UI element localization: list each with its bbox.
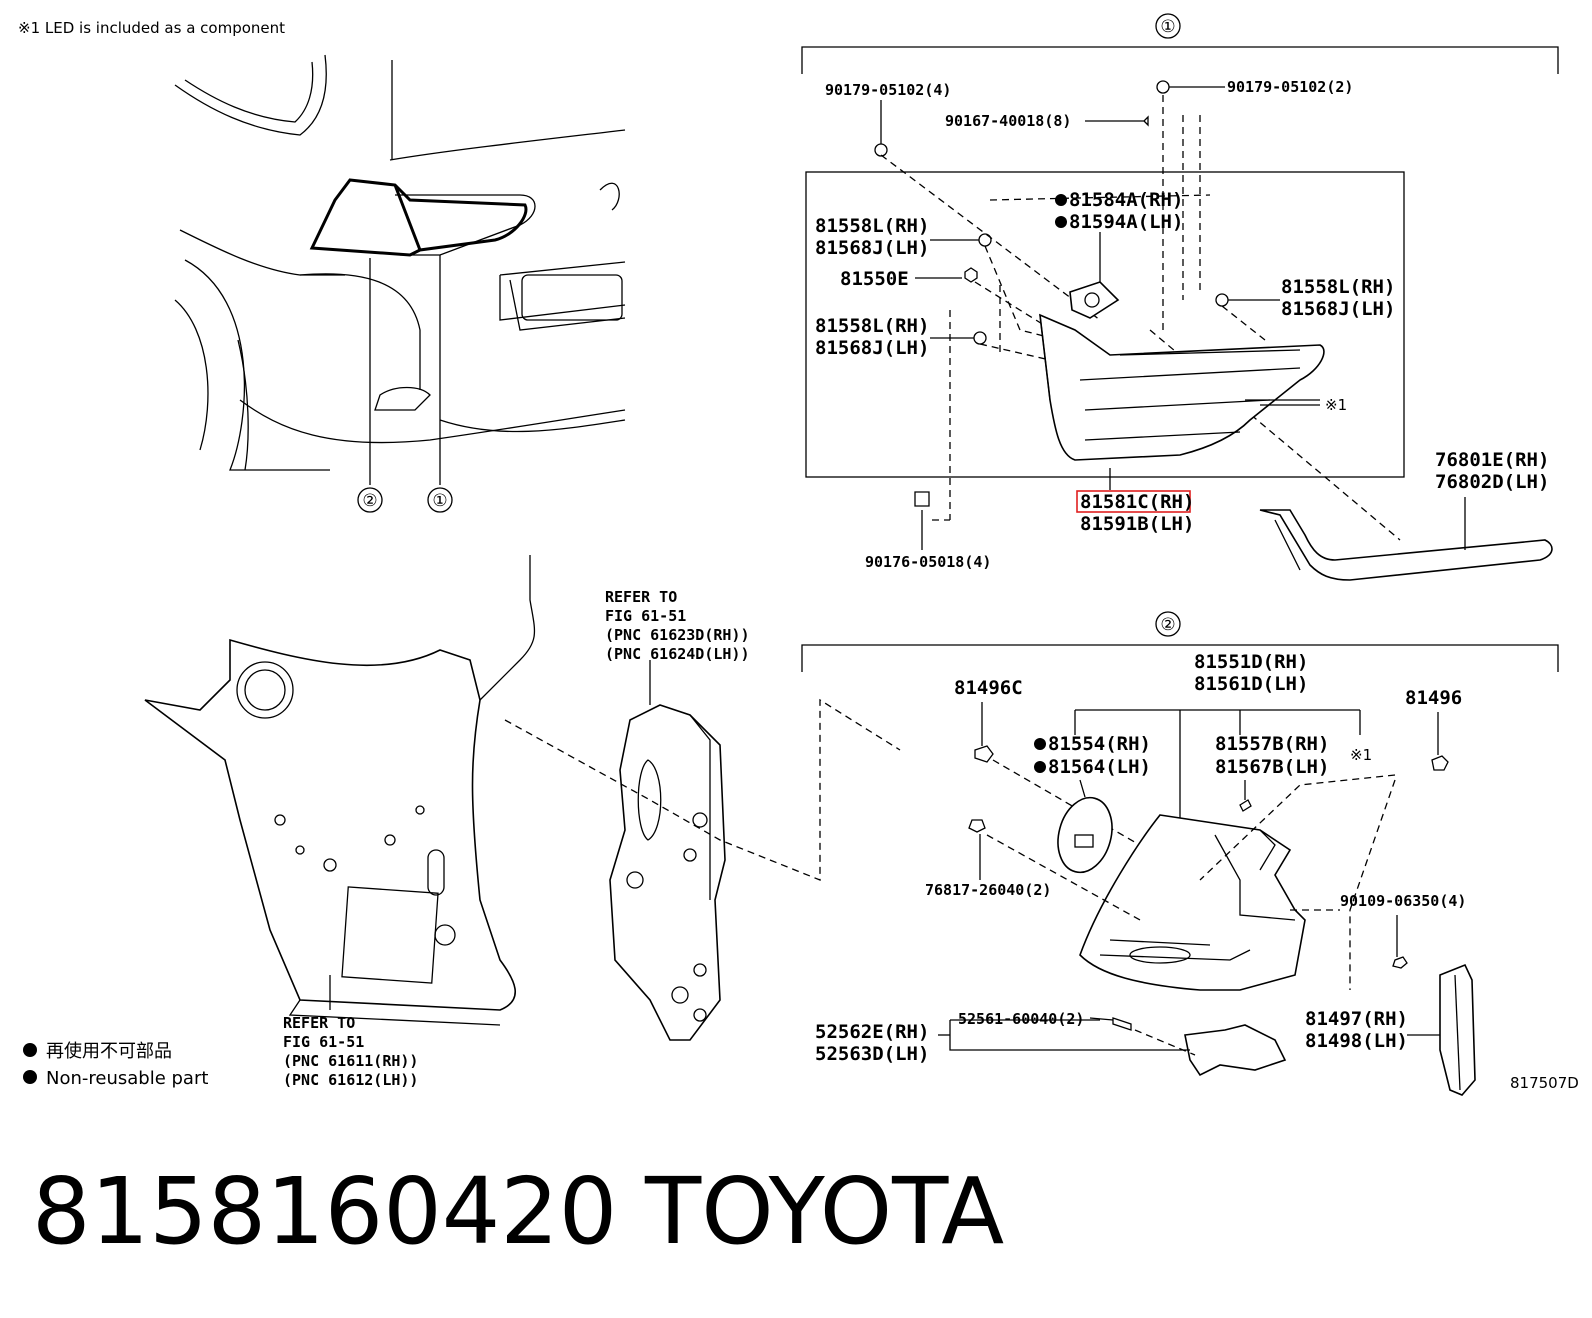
inner-lamp-81581C <box>1039 313 1325 490</box>
led-mark-2: ※1 <box>1350 746 1372 764</box>
svg-text:①: ① <box>432 491 447 511</box>
refer-upper-line2: FIG 61-51 <box>605 607 686 625</box>
legend-dot-jp <box>23 1043 37 1057</box>
label-52562E: 52562E(RH) <box>815 1021 929 1043</box>
label-81557B: 81557B(RH) <box>1215 733 1329 755</box>
callout-2: ② <box>357 487 383 513</box>
label-76801E: 76801E(RH) <box>1435 449 1549 471</box>
label-81558L-a: 81558L(RH) <box>815 215 929 237</box>
refer-lower-line2: FIG 61-51 <box>283 1033 364 1051</box>
refer-upper-line3: (PNC 61623D(RH)) <box>605 626 750 644</box>
led-note: ※1 LED is included as a component <box>18 19 285 37</box>
callout-1: ① <box>427 487 453 513</box>
garnish-76801E <box>1259 497 1553 581</box>
label-90179-05102-4: 90179-05102(4) <box>825 81 951 99</box>
svg-text:①: ① <box>1160 17 1175 37</box>
label-81581C: 81581C(RH) <box>1080 491 1194 513</box>
label-81567B: 81567B(LH) <box>1215 756 1329 778</box>
group-2-parts <box>938 702 1476 1096</box>
legend: 再使用不可部品 Non-reusable part <box>23 1041 208 1089</box>
label-52563D: 52563D(LH) <box>815 1043 929 1065</box>
label-90167-40018: 90167-40018(8) <box>945 112 1071 130</box>
label-81496: 81496 <box>1405 687 1462 709</box>
svg-text:②: ② <box>362 491 377 511</box>
label-81568J-c: 81568J(LH) <box>815 337 929 359</box>
label-81591B: 81591B(LH) <box>1080 513 1194 535</box>
label-81568J-a: 81568J(LH) <box>815 237 929 259</box>
footer-part-number: 8158160420 <box>32 1158 617 1265</box>
svg-text:②: ② <box>1160 615 1175 635</box>
refer-lower-line3: (PNC 61611(RH)) <box>283 1052 418 1070</box>
label-81496C: 81496C <box>954 677 1023 699</box>
nonreusable-dot <box>1034 761 1046 773</box>
label-52561-60040: 52561-60040(2) <box>958 1010 1084 1028</box>
figure-code: 817507D <box>1510 1074 1579 1092</box>
footer-brand: TOYOTA <box>644 1158 1004 1265</box>
label-81594A: 81594A(LH) <box>1069 211 1183 233</box>
group-1-marker: ① <box>801 13 1559 74</box>
label-81551D: 81551D(RH) <box>1194 651 1308 673</box>
label-81561D: 81561D(LH) <box>1194 673 1308 695</box>
label-81497: 81497(RH) <box>1305 1008 1408 1030</box>
legend-jp: 再使用不可部品 <box>46 1041 172 1062</box>
legend-en: Non-reusable part <box>46 1068 208 1089</box>
nonreusable-dot <box>1055 216 1067 228</box>
label-76817-26040: 76817-26040(2) <box>925 881 1051 899</box>
nonreusable-dot <box>1055 194 1067 206</box>
refer-upper-line1: REFER TO <box>605 588 677 606</box>
gasket-81584A <box>1069 232 1120 319</box>
car-rear-illustration <box>174 54 626 485</box>
refer-lower-line1: REFER TO <box>283 1014 355 1032</box>
label-90179-05102-2: 90179-05102(2) <box>1227 78 1353 96</box>
label-90109-06350: 90109-06350(4) <box>1340 892 1466 910</box>
highlight-box <box>1076 490 1191 513</box>
lamp-assembly-box <box>805 171 1405 478</box>
label-81584A: 81584A(RH) <box>1069 189 1183 211</box>
label-81568J-b: 81568J(LH) <box>1281 298 1395 320</box>
mounting-bracket <box>609 660 726 1041</box>
nonreusable-dot <box>1034 738 1046 750</box>
label-81498: 81498(LH) <box>1305 1030 1408 1052</box>
label-90176-05018: 90176-05018(4) <box>865 553 991 571</box>
label-81558L-b: 81558L(RH) <box>1281 276 1395 298</box>
refer-upper-line4: (PNC 61624D(LH)) <box>605 645 750 663</box>
body-panel-illustration <box>144 555 536 1026</box>
label-81554: 81554(RH) <box>1048 733 1151 755</box>
led-mark-1: ※1 <box>1325 396 1347 414</box>
label-81550E: 81550E <box>840 268 909 290</box>
label-81564: 81564(LH) <box>1048 756 1151 778</box>
group-2-marker: ② <box>801 611 1559 672</box>
label-76802D: 76802D(LH) <box>1435 471 1549 493</box>
label-81558L-c: 81558L(RH) <box>815 315 929 337</box>
legend-dot-en <box>23 1070 37 1084</box>
refer-lower-line4: (PNC 61612(LH)) <box>283 1071 418 1089</box>
